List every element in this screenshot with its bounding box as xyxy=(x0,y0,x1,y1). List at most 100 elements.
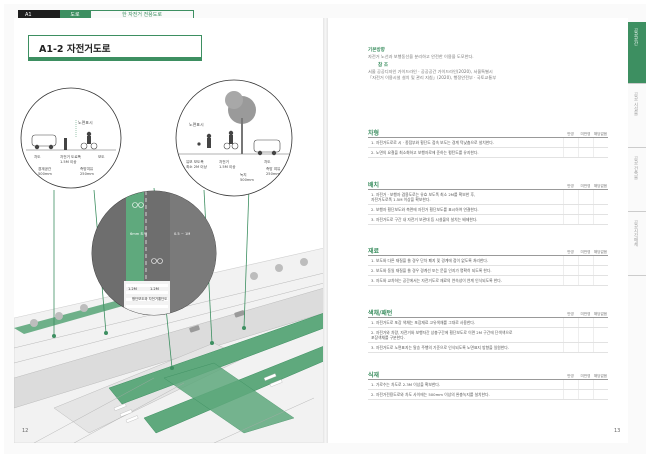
check-cell[interactable] xyxy=(578,318,593,327)
check-cell[interactable] xyxy=(593,380,608,389)
check-cell[interactable] xyxy=(593,205,608,214)
page-title-box: A1-2 자전거도로 xyxy=(28,35,202,58)
check-cell[interactable] xyxy=(593,318,608,327)
check-cell[interactable] xyxy=(578,343,593,352)
checklist-item: 2. 보도와 동일 재질을 쓸 경우 경계선 또는 문을 인지가 명확히 되도록… xyxy=(368,266,608,276)
side-tab-2[interactable]: 공공 건축물 xyxy=(628,150,646,212)
checklist-item: 1. 자전거 · 보행자 겸용도로는 유효 보도폭 최소 2M를 확보한 후, … xyxy=(368,190,608,205)
check-cell[interactable] xyxy=(563,148,578,157)
section-title: 배치 xyxy=(368,182,380,189)
column-label: 반영 xyxy=(567,132,574,136)
check-cell[interactable] xyxy=(563,390,578,399)
bike-road-illustration: 노면표시 차도 자전거 도로폭 1.5M 이상 보도 경계공간 500mm 측방… xyxy=(14,79,324,443)
svg-text:250mm: 250mm xyxy=(266,172,280,176)
check-cell[interactable] xyxy=(578,256,593,265)
checklist-item: 3. 자전거도로 구간 내 자전거 보관대 등 시설물의 설치는 배제한다. xyxy=(368,215,608,225)
check-cell[interactable] xyxy=(593,390,608,399)
column-label: 해당없음 xyxy=(593,250,608,254)
checklist-item-text: 1. 가로수는 차도로 2.3M 이상을 확보한다. xyxy=(371,382,441,387)
svg-text:녹지: 녹지 xyxy=(240,172,247,177)
check-cell[interactable] xyxy=(578,148,593,157)
callout-label: 차도 xyxy=(34,154,41,159)
check-cell[interactable] xyxy=(563,190,578,204)
checklist-item-text: 1. 자전거도로로 시 · 종점부와 횡단도 접속 보도는 경계 턱낮춤으로 설… xyxy=(371,140,494,145)
side-tab-3[interactable]: 공공시각매체 xyxy=(628,214,646,276)
checklist-item-text: 3. 자전거도로 구간 내 자전거 보관대 등 시설물의 설치는 배제한다. xyxy=(371,217,478,222)
right-page-number: 13 xyxy=(614,428,621,434)
check-cell[interactable] xyxy=(578,328,593,342)
checklist-item-text: 1. 자전거도로 포장 색채는 포장재료 고유색채를 그대로 사용한다. xyxy=(371,320,476,325)
check-cell[interactable] xyxy=(563,266,578,275)
check-cell[interactable] xyxy=(578,138,593,147)
svg-text:250mm: 250mm xyxy=(80,172,94,176)
check-cell[interactable] xyxy=(563,343,578,352)
check-cell[interactable] xyxy=(563,256,578,265)
check-cell[interactable] xyxy=(593,148,608,157)
check-cell[interactable] xyxy=(578,380,593,389)
check-cell[interactable] xyxy=(563,205,578,214)
page-title: A1-2 자전거도로 xyxy=(39,44,111,55)
checklist-item-text: 2. 보행자 횡단보도와 측면에 자전거 횡단보도를 표시하여 연결한다. xyxy=(371,207,479,212)
column-label: 미반영 xyxy=(580,312,591,316)
side-tab-label: 공공 건축물 xyxy=(633,156,638,180)
checklist-item: 2. 보행자 횡단보도와 측면에 자전거 횡단보도를 표시하여 연결한다. xyxy=(368,205,608,215)
svg-text:유보 보도폭: 유보 보도폭 xyxy=(186,160,204,164)
check-cell[interactable] xyxy=(563,138,578,147)
svg-text:경계공간: 경계공간 xyxy=(38,166,52,171)
basic-direction-block: 기본방향 자전거 노선과 보행동선을 분리하고 안전한 이용을 도모한다. 참 … xyxy=(368,48,608,81)
left-page: A1-2 자전거도로 xyxy=(14,18,324,443)
checklist-item: 1. 보도와 다른 재질을 쓸 경우 단차 폐지 및 경계에 접이 없도록 처리… xyxy=(368,256,608,266)
reference-line: 「자전거 이용시설 설치 및 관리 지침」(2020), 행정안전부 · 국토교… xyxy=(368,75,497,80)
check-cell[interactable] xyxy=(578,205,593,214)
section-title: 색채/패턴 xyxy=(368,310,393,317)
check-cell[interactable] xyxy=(593,215,608,224)
checklist-item-text: 2. 자전거와 차량, 자전거와 보행자간 상충구간에 횡단보도로 이면 2M … xyxy=(371,330,513,340)
basic-heading: 기본방향 xyxy=(368,48,385,53)
svg-text:500mm: 500mm xyxy=(240,178,254,182)
check-cell[interactable] xyxy=(563,215,578,224)
svg-text:500mm: 500mm xyxy=(38,172,52,176)
check-cell[interactable] xyxy=(578,190,593,204)
column-label: 해당없음 xyxy=(593,312,608,316)
checklist-item-text: 2. 노면의 요철을 최소화하고 보행자로에 준하는 평탄도를 유지한다. xyxy=(371,150,479,155)
svg-text:최소 2M 이상: 최소 2M 이상 xyxy=(186,164,208,169)
svg-text:1.2M: 1.2M xyxy=(128,287,137,291)
svg-text:0.5 ~ 1M: 0.5 ~ 1M xyxy=(174,232,190,236)
check-cell[interactable] xyxy=(593,328,608,342)
check-cell[interactable] xyxy=(578,266,593,275)
check-cell[interactable] xyxy=(563,276,578,285)
checklist-item: 3. 자전거도로 노면표지는 탈승 주행의 기준으로 인식되도록 노면표지 방향… xyxy=(368,343,608,353)
checklist-item: 2. 자전거전용도로와 차도 사이에는 500mm 이상의 완충녹지를 설치한다… xyxy=(368,390,608,400)
check-cell[interactable] xyxy=(578,390,593,399)
side-tab-1[interactable]: 공공 시설물 xyxy=(628,86,646,148)
side-tab-label: 공공공간 xyxy=(633,28,638,46)
column-label: 미반영 xyxy=(580,250,591,254)
checklist-item: 1. 가로수는 차도로 2.3M 이상을 확보한다. xyxy=(368,380,608,390)
check-cell[interactable] xyxy=(563,318,578,327)
callout-label: 자전거 도로폭 xyxy=(60,154,82,159)
check-cell[interactable] xyxy=(593,266,608,275)
check-cell[interactable] xyxy=(593,343,608,352)
side-tab-0[interactable]: 공공공간 xyxy=(628,22,646,84)
check-cell[interactable] xyxy=(593,276,608,285)
check-cell[interactable] xyxy=(578,215,593,224)
check-cell[interactable] xyxy=(563,328,578,342)
tab-category: 도로 xyxy=(60,10,90,20)
check-cell[interactable] xyxy=(593,256,608,265)
check-cell[interactable] xyxy=(563,380,578,389)
check-cell[interactable] xyxy=(578,276,593,285)
isometric-plan xyxy=(14,247,324,443)
check-cell[interactable] xyxy=(593,190,608,204)
checklist-item-text: 1. 보도와 다른 재질을 쓸 경우 단차 폐지 및 경계에 접이 없도록 처리… xyxy=(371,258,489,263)
callout-label: 노면표시 xyxy=(78,119,93,125)
section-title: 식재 xyxy=(368,372,380,379)
check-cell[interactable] xyxy=(593,138,608,147)
